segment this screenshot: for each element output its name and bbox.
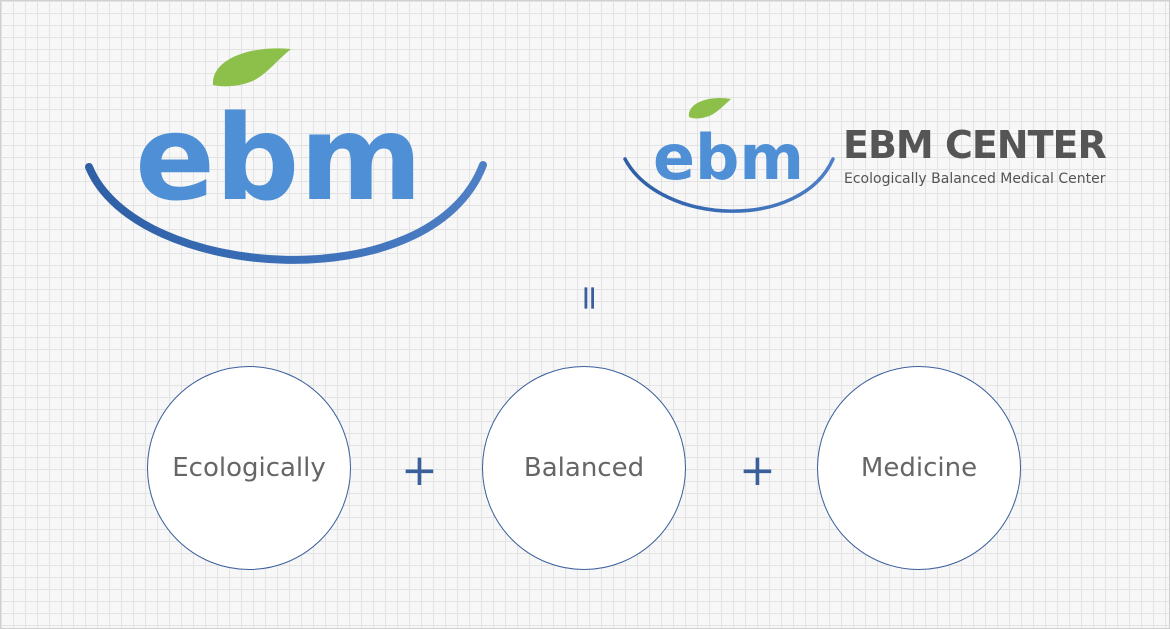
small-logo: ebm [623, 97, 835, 213]
term-circle-ecologically: Ecologically [147, 366, 351, 570]
smile-arc [85, 161, 487, 264]
plus-symbol: + [739, 445, 776, 496]
equals-symbol: = [569, 283, 610, 313]
brand-subtitle: Ecologically Balanced Medical Center [844, 171, 1106, 187]
leaf-icon [688, 97, 731, 119]
term-label: Medicine [860, 453, 978, 483]
term-circle-balanced: Balanced [482, 366, 686, 570]
term-label: Ecologically [172, 453, 326, 483]
brand-title: EBM CENTER [843, 123, 1107, 167]
term-label: Balanced [523, 453, 645, 483]
term-circle-medicine: Medicine [817, 366, 1021, 570]
leaf-icon [212, 48, 291, 87]
smile-arc [623, 157, 835, 213]
large-logo: ebm [85, 48, 487, 264]
logo-wordmark: ebm [135, 89, 422, 227]
logo-wordmark: ebm [653, 121, 804, 194]
plus-symbol: + [401, 445, 438, 496]
